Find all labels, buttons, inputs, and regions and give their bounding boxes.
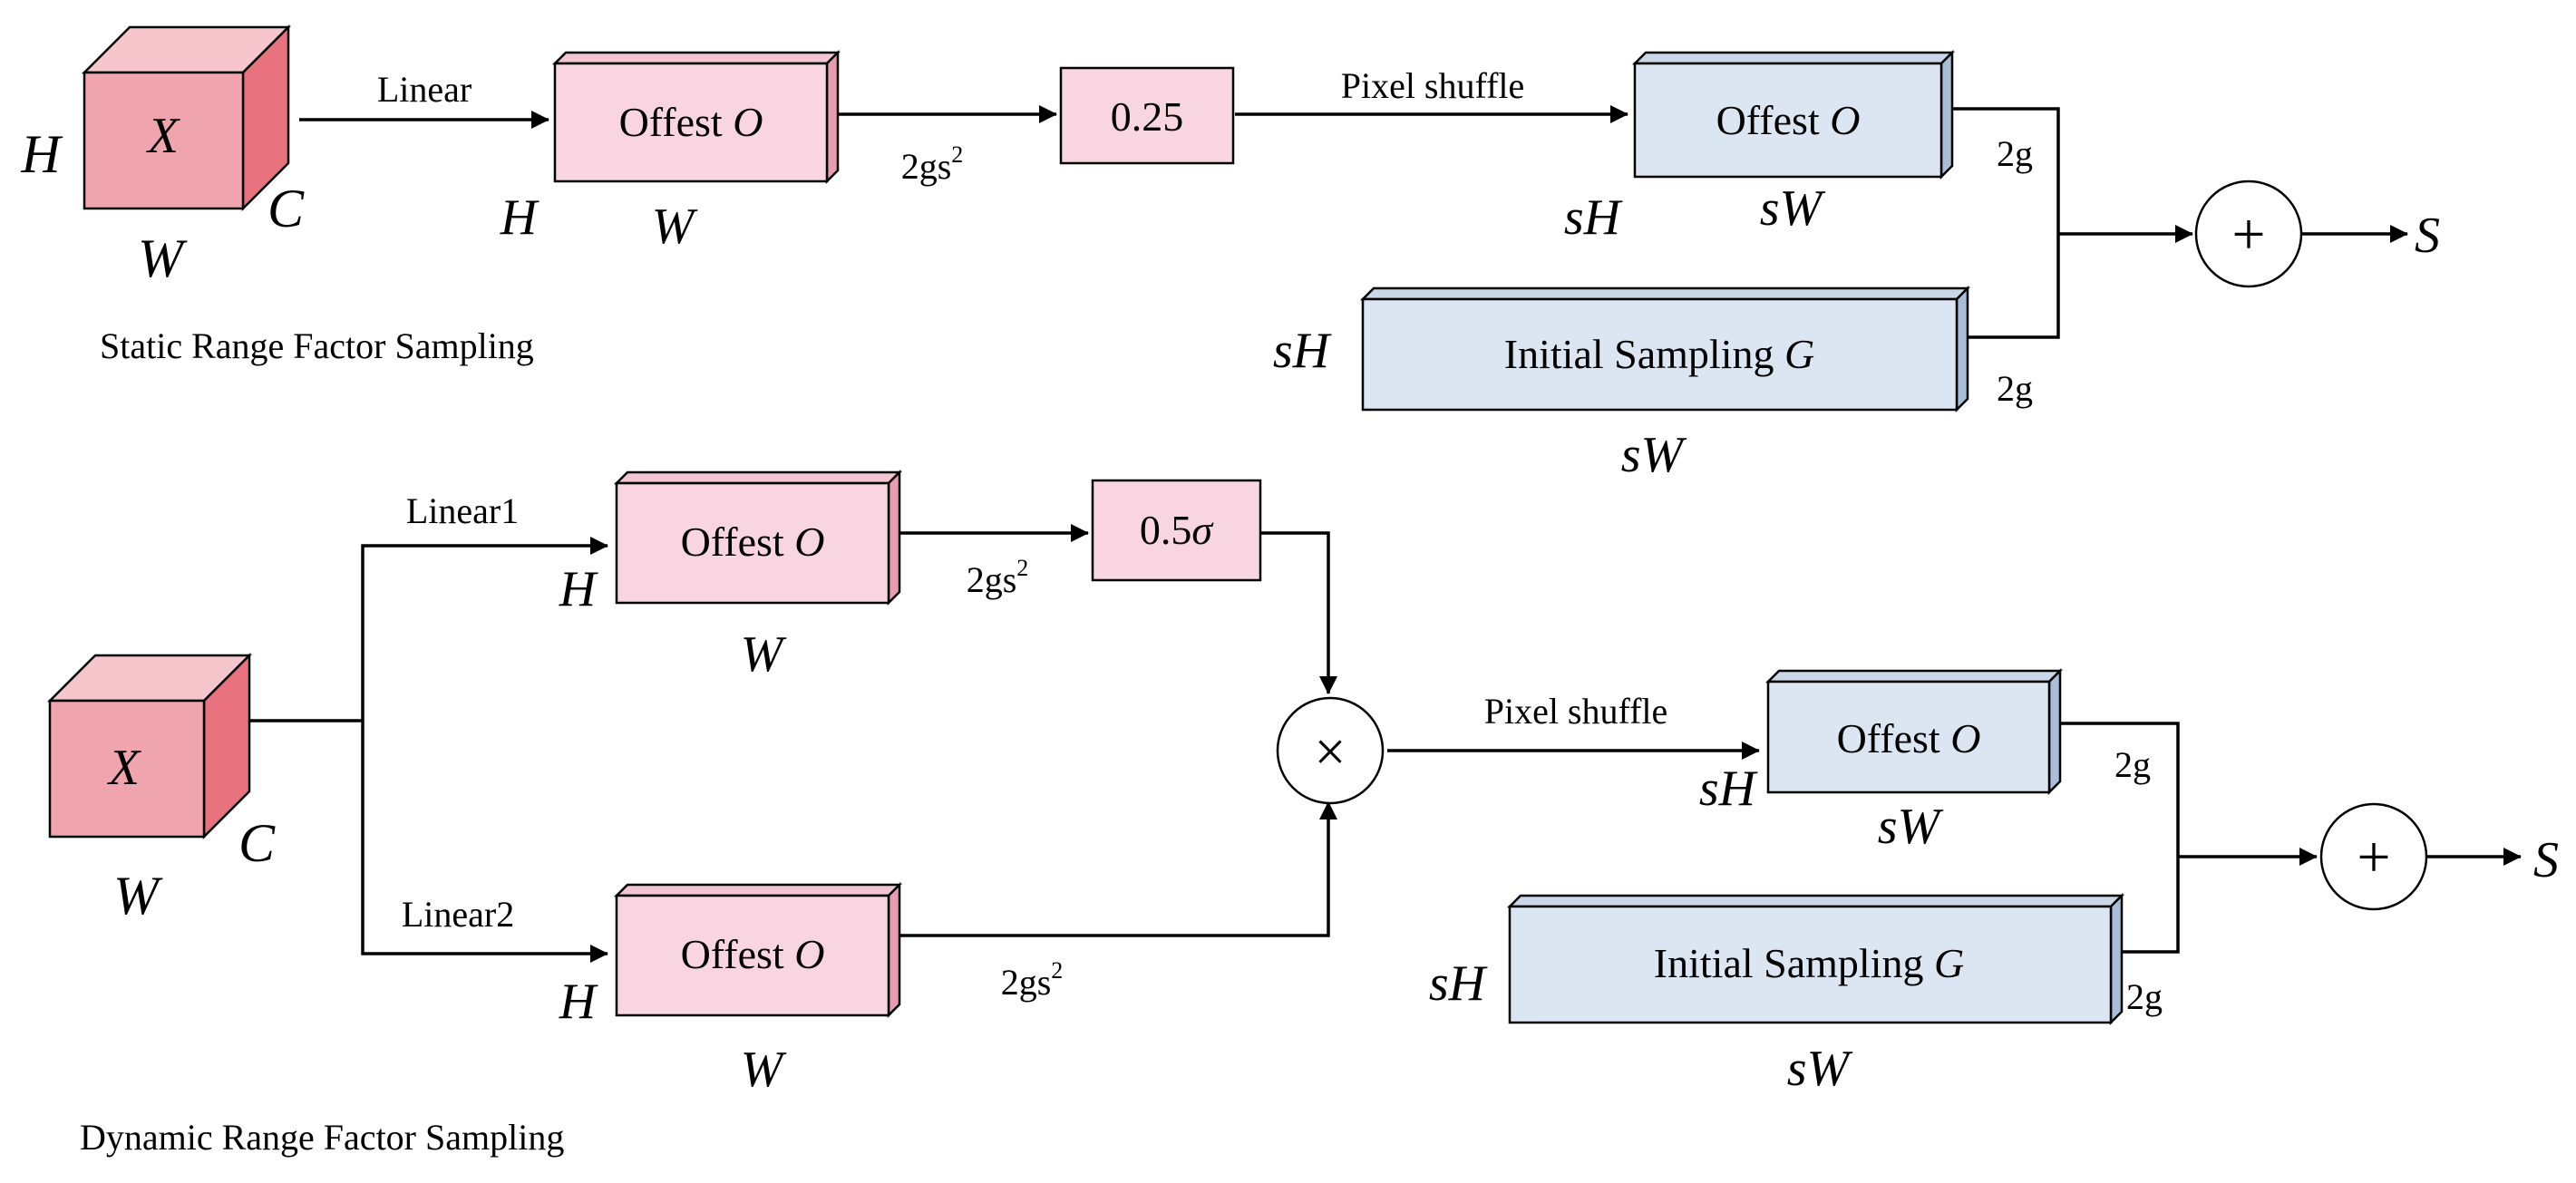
dynamic-channels1-exp: 2 (1016, 555, 1028, 581)
dynamic-linear1-label: Linear1 (406, 490, 519, 531)
dynamic-linear2-label: Linear2 (402, 894, 514, 935)
static-input-c: C (267, 179, 305, 238)
dynamic-scale-to-mult-arrow (1260, 531, 1337, 694)
static-input-w: W (138, 228, 188, 288)
dynamic-sampling-label: Initial Sampling (1654, 940, 1924, 986)
svg-text:2gs2: 2gs2 (967, 555, 1029, 600)
dynamic-offset3-label: Offest (1837, 715, 1940, 761)
dynamic-sampling-var: G (1934, 940, 1964, 986)
dynamic-offset2-var: O (794, 931, 824, 977)
static-scale-label: 0.25 (1111, 93, 1184, 140)
static-g-bottom: 2g (1997, 368, 2033, 409)
svg-text:Offest O: Offest O (681, 931, 825, 977)
svg-text:Initial Sampling G: Initial Sampling G (1654, 940, 1964, 986)
static-offset-box-2: Offest O (1631, 49, 1956, 180)
static-input-h: H (20, 124, 63, 184)
static-input-label: X (146, 108, 181, 164)
dynamic-offset3-w: sW (1878, 799, 1944, 855)
dynamic-input-cube: X (46, 652, 253, 840)
static-shuffle-label: Pixel shuffle (1341, 65, 1525, 106)
static-sampling-var: G (1784, 331, 1814, 377)
dynamic-scale-coef: 0.5 (1140, 507, 1192, 553)
svg-text:0.5σ: 0.5σ (1140, 507, 1215, 553)
dynamic-branch-2-arrow (361, 721, 608, 963)
dynamic-offset1-var: O (794, 519, 824, 565)
static-offset-box: Offest O (551, 49, 841, 185)
dynamic-caption: Dynamic Range Factor Sampling (80, 1117, 564, 1158)
dynamic-offset1-w: W (741, 626, 787, 683)
dynamic-offset1-h: H (559, 561, 598, 617)
static-g-top: 2g (1997, 133, 2033, 174)
static-sampling-label: Initial Sampling (1504, 331, 1774, 377)
static-caption: Static Range Factor Sampling (100, 325, 534, 366)
dynamic-sampling-h: sH (1429, 955, 1488, 1012)
dynamic-shuffle-label: Pixel shuffle (1484, 691, 1668, 732)
dynamic-offset3-var: O (1950, 715, 1980, 761)
dynamic-input-label: X (107, 740, 142, 796)
dynamic-g-top: 2g (2114, 744, 2151, 785)
dynamic-sampling-box: Initial Sampling G (1506, 892, 2125, 1026)
static-offset2-h: sH (1564, 189, 1623, 246)
dynamic-channels1: 2gs (967, 559, 1017, 600)
static-merge-connector (1952, 107, 2060, 339)
dynamic-input-w: W (113, 866, 163, 926)
dynamic-mult-node (1276, 696, 1385, 805)
dynamic-channels2-exp: 2 (1051, 957, 1063, 984)
static-offset-h: H (500, 189, 540, 246)
dynamic-g-bottom: 2g (2126, 976, 2163, 1017)
dynamic-merge-connector (2060, 722, 2180, 954)
dynamic-section: X W C Linear1 Linear2 Offest O H W 2gs2 … (46, 469, 2559, 1158)
static-sampling-h: sH (1273, 323, 1332, 379)
svg-text:Offest O: Offest O (619, 99, 763, 145)
dynamic-scale-var: σ (1191, 507, 1214, 553)
dynamic-offset2-w: W (741, 1042, 787, 1098)
dynamic-offset2-label: Offest (681, 931, 784, 977)
static-sampling-w: sW (1621, 427, 1687, 483)
dynamic-input-c: C (238, 813, 276, 873)
dynamic-offset3-h: sH (1699, 761, 1758, 817)
static-offset2-var: O (1830, 97, 1860, 143)
static-sampling-box: Initial Sampling G (1359, 285, 1971, 413)
static-sum-icon: + (2231, 201, 2265, 267)
static-offset-w: W (652, 199, 698, 255)
svg-text:Initial Sampling G: Initial Sampling G (1504, 331, 1814, 377)
static-channels: 2gs (901, 146, 952, 187)
svg-text:Offest O: Offest O (1716, 97, 1861, 143)
dynamic-branch-1-arrow (361, 537, 608, 721)
dynamic-offset2-to-mult-arrow (899, 801, 1337, 937)
static-offset2-label: Offest (1716, 97, 1820, 143)
svg-text:Offest O: Offest O (681, 519, 825, 565)
static-output-label: S (2415, 208, 2440, 264)
static-offset-label: Offest (619, 99, 723, 145)
dynamic-offset2-h: H (559, 974, 598, 1030)
dynamic-offset-box-1: Offest O (613, 469, 903, 606)
svg-text:2gs2: 2gs2 (1001, 957, 1064, 1003)
dynamic-offset-box-3: Offest O (1764, 667, 2064, 796)
svg-text:2gs2: 2gs2 (901, 141, 964, 187)
svg-text:Offest O: Offest O (1837, 715, 1981, 761)
dynamic-offset1-label: Offest (681, 519, 784, 565)
static-linear-label: Linear (377, 69, 471, 110)
static-offset-var: O (733, 99, 763, 145)
static-scale-box (1059, 66, 1235, 165)
static-channels-exp: 2 (951, 141, 963, 168)
dynamic-channels2: 2gs (1001, 962, 1052, 1003)
dynamic-sum-icon: + (2357, 824, 2390, 890)
dynamic-output-label: S (2533, 832, 2559, 888)
static-section: X H W C Linear Offest O H W 2gs2 0.25 Pi… (20, 24, 2440, 483)
dynamic-mult-icon: × (1315, 722, 1346, 783)
dynamic-sampling-w: sW (1787, 1041, 1853, 1097)
dynamic-offset-box-2: Offest O (613, 881, 903, 1019)
static-input-cube: X (81, 24, 292, 212)
static-offset2-w: sW (1760, 180, 1826, 237)
dynamic-scale-box (1091, 479, 1262, 582)
